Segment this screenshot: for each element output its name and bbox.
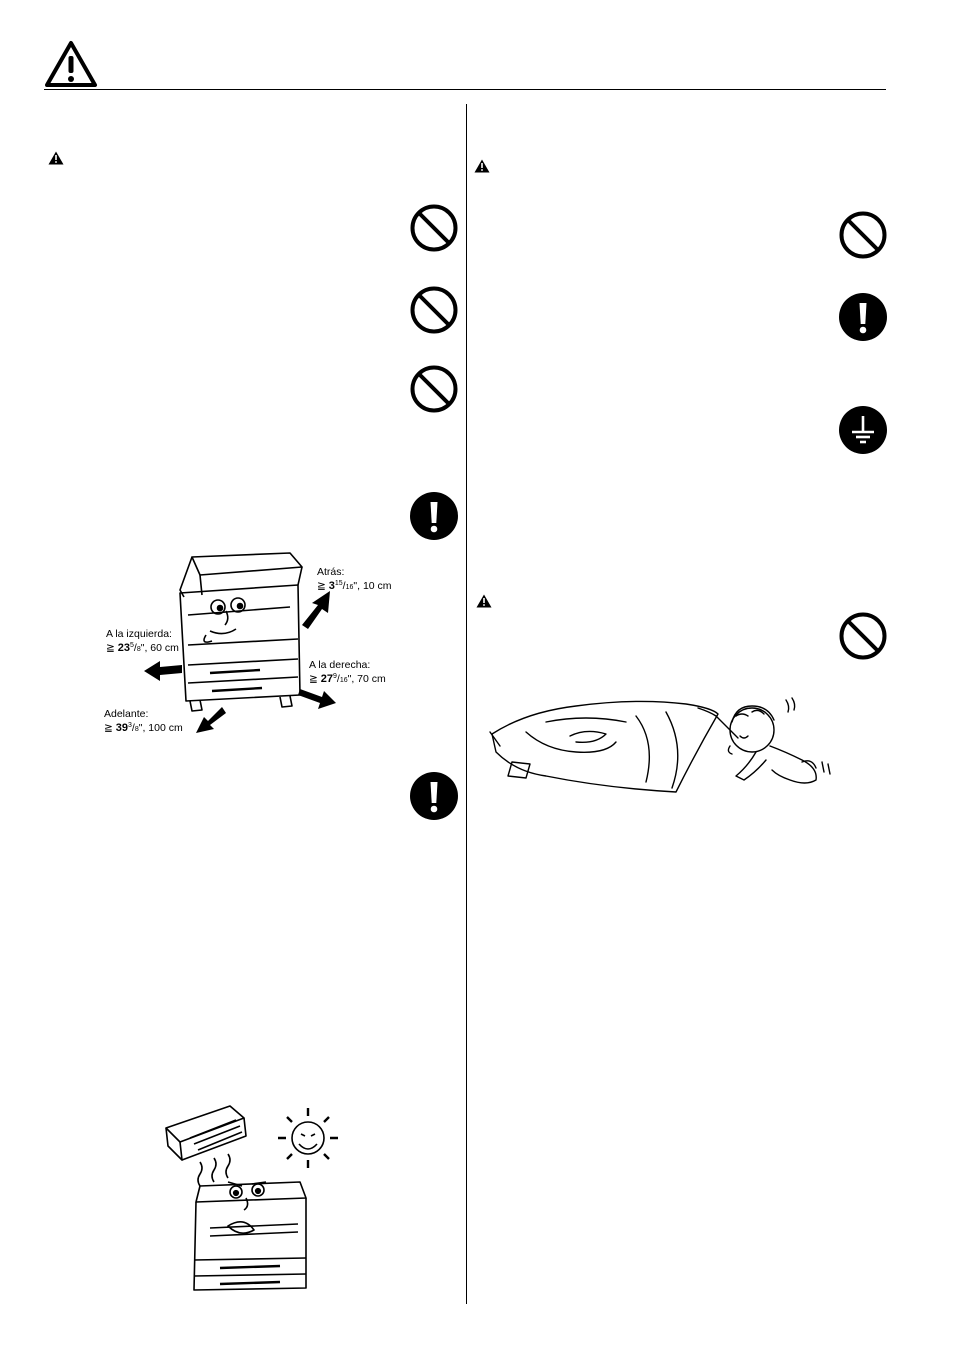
front-direction: Adelante:: [104, 708, 149, 720]
vertical-column-divider: [466, 104, 467, 1304]
mandatory-action-icon: [410, 772, 458, 820]
rear-direction: Atrás:: [317, 566, 345, 578]
rear-distance: ≧ 315/16", 10 cm: [317, 580, 392, 592]
copier-heat-sources-illustration: [160, 1100, 345, 1305]
copier-clearance-illustration: [140, 545, 330, 740]
child-plastic-bag-illustration: [486, 692, 836, 807]
header-rule: [44, 89, 886, 90]
prohibition-icon: [410, 204, 458, 252]
left-distance: ≧ 235/8", 60 cm: [106, 642, 179, 654]
clearance-front-label: Adelante: ≧ 393/8", 100 cm: [104, 708, 183, 736]
prohibition-icon: [839, 211, 887, 259]
small-warning-triangle-icon: [474, 159, 490, 173]
ground-connection-icon: [839, 406, 887, 454]
small-warning-triangle-icon: [48, 151, 64, 165]
clearance-arrows: [140, 585, 340, 740]
clearance-left-label: A la izquierda: ≧ 235/8", 60 cm: [106, 628, 179, 656]
clearance-rear-label: Atrás: ≧ 315/16", 10 cm: [317, 566, 392, 594]
mandatory-action-icon: [410, 492, 458, 540]
warning-triangle-icon: [44, 40, 98, 88]
small-warning-triangle-icon: [476, 594, 492, 608]
left-direction: A la izquierda:: [106, 628, 172, 640]
prohibition-icon: [410, 365, 458, 413]
mandatory-action-icon: [839, 293, 887, 341]
front-distance: ≧ 393/8", 100 cm: [104, 722, 183, 734]
right-direction: A la derecha:: [309, 659, 371, 671]
clearance-right-label: A la derecha: ≧ 279/16", 70 cm: [309, 659, 386, 687]
right-distance: ≧ 279/16", 70 cm: [309, 673, 386, 685]
prohibition-icon: [839, 612, 887, 660]
prohibition-icon: [410, 286, 458, 334]
